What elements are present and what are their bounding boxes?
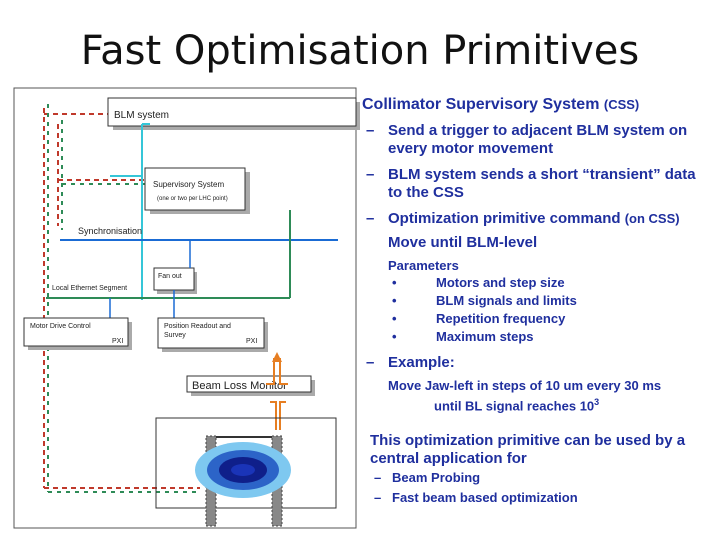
bullet-3-small: (on CSS) <box>624 211 680 226</box>
right-panel: Collimator Supervisory System (CSS) –Sen… <box>362 96 712 508</box>
bullet-1-text: Send a trigger to adjacent BLM system on… <box>388 122 688 157</box>
sub-bullet-1: –Beam Probing <box>374 470 481 486</box>
example-line-1: Move Jaw-left in steps of 10 um every 30… <box>388 378 662 393</box>
supervisory-system-box <box>144 167 246 211</box>
bullet-2-text: BLM system sends a short “transient” dat… <box>388 166 696 201</box>
position-readout-box <box>157 317 265 349</box>
example-line-2-text: until BL signal reaches 10 <box>434 398 595 414</box>
position-readout-label: Position Readout and <box>164 323 231 330</box>
diagram-frame <box>13 87 357 529</box>
heading-text: Collimator Supervisory System <box>362 96 600 113</box>
param-item: •Motors and step size <box>392 275 565 290</box>
param-item: •Repetition frequency <box>392 311 566 326</box>
position-readout-label-2: Survey <box>164 332 186 339</box>
param-text: Motors and step size <box>436 275 565 290</box>
arrow-head-icon <box>272 352 282 362</box>
pxi-right-label: PXI <box>246 338 257 345</box>
parameters-heading: Parameters <box>388 258 459 273</box>
supervisory-system-label: Supervisory System <box>153 180 224 189</box>
local-ethernet-label: Local Ethernet Segment <box>52 285 127 292</box>
example-exponent: 3 <box>594 397 600 407</box>
sub-bullet-2-text: Fast beam based optimization <box>392 490 578 506</box>
example-line-2: until BL signal reaches 103 <box>362 394 712 414</box>
bullet-1: –Send a trigger to adjacent BLM system o… <box>366 122 688 157</box>
blm-system-box <box>107 97 357 127</box>
example-bullet: –Example: <box>366 354 455 371</box>
sub-bullet-1-text: Beam Probing <box>392 470 481 486</box>
blm-system-label: BLM system <box>114 110 169 121</box>
param-text: BLM signals and limits <box>436 293 577 308</box>
bullet-3: –Optimization primitive command (on CSS)… <box>362 210 712 252</box>
section-heading: Collimator Supervisory System (CSS) <box>362 96 712 114</box>
example-label: Example: <box>388 354 455 371</box>
page-title: Fast Optimisation Primitives <box>80 28 640 74</box>
motor-drive-control-label: Motor Drive Control <box>30 323 91 330</box>
summary-paragraph: This optimization primitive can be used … <box>370 432 686 468</box>
beam-pipe-frame <box>155 417 337 509</box>
param-item: •BLM signals and limits <box>392 293 577 308</box>
param-text: Maximum steps <box>436 329 534 344</box>
pxi-left-label: PXI <box>112 338 123 345</box>
supervisory-system-note: (one or two per LHC point) <box>157 196 228 202</box>
synchronisation-label: Synchronisation <box>78 226 142 236</box>
trigger-arrows-icon <box>266 358 288 430</box>
bullet-3-text: Optimization primitive command <box>388 210 621 227</box>
param-text: Repetition frequency <box>436 311 566 326</box>
heading-abbr: (CSS) <box>603 97 640 112</box>
motor-drive-control-box <box>23 317 129 347</box>
beam-icon <box>195 442 291 498</box>
param-item: •Maximum steps <box>392 329 534 344</box>
beam-loss-monitor-label: Beam Loss Monitor <box>192 380 287 392</box>
bullet-2: –BLM system sends a short “transient” da… <box>366 166 696 201</box>
sub-bullet-2: –Fast beam based optimization <box>374 490 578 506</box>
fan-out-label: Fan out <box>158 273 182 280</box>
bullet-3-line2: Move until BLM-level <box>388 234 538 251</box>
